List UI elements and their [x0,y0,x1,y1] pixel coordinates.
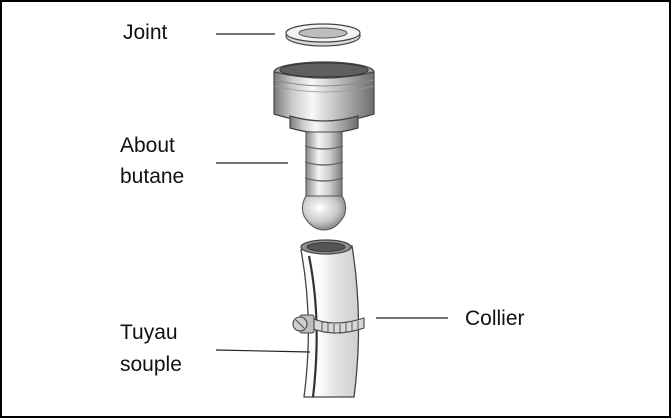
label-butane: butane [120,165,185,188]
hose-fitting-icon [273,61,375,231]
flexible-hose-icon [300,239,360,398]
label-tuyau: Tuyau [120,321,178,344]
washer-icon [285,23,361,47]
label-joint: Joint [123,21,168,44]
label-souple: souple [120,353,182,376]
hose-clamp-icon [292,314,365,334]
label-collier: Collier [465,307,525,330]
leader-tuyau-souple [215,349,311,353]
label-about: About [120,134,175,157]
